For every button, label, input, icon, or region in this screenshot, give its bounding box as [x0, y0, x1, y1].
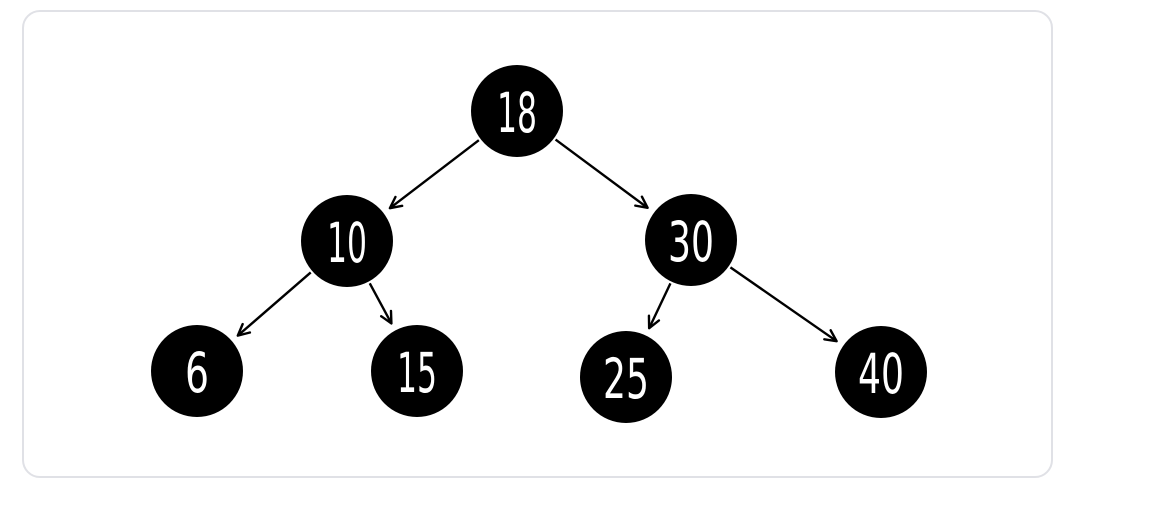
edge-arrowhead-icon [823, 329, 838, 343]
edge-arrowhead-icon [236, 322, 252, 337]
node-label: 6 [185, 341, 209, 405]
node-label: 40 [858, 342, 904, 406]
edge-line [368, 282, 393, 325]
edge-arrowhead-icon [647, 314, 661, 330]
tree-node-40: 40 [835, 326, 927, 418]
edge-line [237, 271, 312, 337]
node-label: 30 [668, 210, 714, 274]
node-circle [151, 325, 243, 417]
node-circle [471, 65, 563, 157]
node-circle [580, 331, 672, 423]
tree-edge-18-10 [388, 139, 480, 210]
tree-edge-10-15 [368, 282, 393, 325]
tree-node-6: 6 [151, 325, 243, 417]
node-label: 10 [327, 211, 367, 275]
edge-arrowhead-icon [380, 309, 393, 325]
tree-node-10: 10 [301, 195, 393, 287]
tree-edge-30-40 [729, 266, 838, 343]
node-circle [835, 326, 927, 418]
tree-node-30: 30 [645, 194, 737, 286]
tree-edge-10-6 [236, 271, 312, 337]
node-circle [301, 195, 393, 287]
edge-arrowhead-icon [634, 195, 649, 210]
edge-line [648, 282, 672, 329]
node-label: 25 [603, 347, 649, 411]
edge-line [729, 266, 838, 343]
tree-node-18: 18 [471, 65, 563, 157]
node-label: 18 [497, 81, 537, 145]
node-circle [371, 325, 463, 417]
tree-edge-18-30 [554, 138, 649, 210]
edge-line [554, 138, 649, 209]
node-label: 15 [397, 341, 437, 405]
tree-edge-30-25 [647, 282, 672, 330]
edge-line [389, 139, 480, 210]
node-circle [645, 194, 737, 286]
tree-node-15: 15 [371, 325, 463, 417]
tree-node-25: 25 [580, 331, 672, 423]
edge-arrowhead-icon [388, 195, 404, 210]
